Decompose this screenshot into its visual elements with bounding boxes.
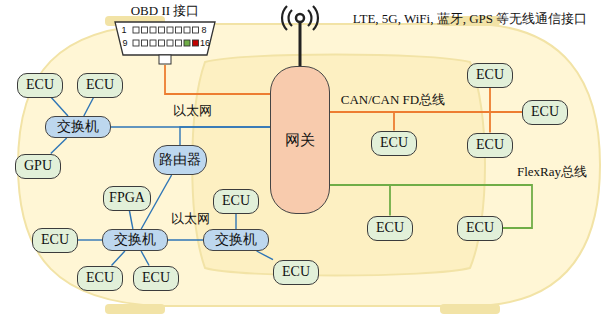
gateway-box: 网关 <box>270 66 330 214</box>
obd-shell <box>115 22 215 55</box>
ecu-box: ECU <box>213 189 259 214</box>
bus-connector <box>165 65 270 94</box>
obd-pin <box>150 40 156 46</box>
node-text: ECU <box>376 220 404 235</box>
bus-connector <box>330 88 490 113</box>
obd-pin <box>159 27 165 33</box>
obd-pin <box>159 40 165 46</box>
obd-pin <box>184 40 190 46</box>
router-box: 路由器 <box>153 145 207 175</box>
bus-connector <box>235 214 236 230</box>
node-text: ECU <box>86 270 114 285</box>
bus-connector <box>129 211 133 230</box>
node-text: ECU <box>466 220 494 235</box>
pin-number: 9 <box>122 38 127 49</box>
node-text: ECU <box>41 232 69 247</box>
bus-connector <box>141 251 149 266</box>
ecu-box: ECU <box>273 260 319 285</box>
obd-pin <box>167 40 173 46</box>
obd-pin <box>150 27 156 33</box>
pin-number: 8 <box>201 25 206 36</box>
bus-label: 以太网 <box>173 103 212 119</box>
ecu-box: ECU <box>467 63 513 88</box>
bus-connector <box>78 239 102 240</box>
node-text: ECU <box>531 104 559 119</box>
node-text: 交换机 <box>114 232 156 247</box>
node-text: FPGA <box>109 190 145 205</box>
obd-pin <box>133 40 139 46</box>
switch-box: 交换机 <box>45 116 111 138</box>
bus-connector <box>257 251 273 260</box>
wheel <box>105 304 165 314</box>
pin-number: 1 <box>121 25 126 36</box>
antenna-waves <box>282 6 318 30</box>
bus-connector <box>51 98 68 117</box>
pin-number: 16 <box>200 38 210 49</box>
switch-box: 交换机 <box>102 229 168 251</box>
bus-connector <box>112 251 125 266</box>
bus-connector <box>180 127 270 145</box>
bus-label: 以太网 <box>171 211 210 227</box>
bus-connector <box>84 98 94 117</box>
bus-connector <box>168 239 203 240</box>
bus-connector <box>330 112 394 131</box>
node-text: ECU <box>476 67 504 82</box>
wheel <box>440 304 500 314</box>
ecu-box: ECU <box>457 216 503 241</box>
node-text: ECU <box>282 264 310 279</box>
ecu-box: ECU <box>522 100 568 125</box>
node-text: ECU <box>142 270 170 285</box>
obd-pin <box>193 27 199 33</box>
car-cabin <box>192 55 485 276</box>
obd-heading: OBD II 接口 <box>131 4 200 18</box>
node-text: GPU <box>24 158 52 173</box>
wireless-label: LTE, 5G, WiFi, 蓝牙, GPS 等无线通信接口 <box>350 11 590 27</box>
node-text: ECU <box>26 77 54 92</box>
bus-label: CAN/CAN FD总线 <box>341 92 445 108</box>
obd-pin <box>176 40 182 46</box>
ecu-box: FPGA <box>103 186 151 211</box>
switch-box: 交换机 <box>203 229 269 251</box>
antenna-mast <box>299 22 302 66</box>
bus-connector <box>51 138 67 154</box>
obd-pin <box>184 27 190 33</box>
obd-pin <box>142 27 148 33</box>
bus-connector <box>330 112 490 133</box>
ecu-box: ECU <box>17 73 63 98</box>
node-text: ECU <box>380 135 408 150</box>
node-text: 路由器 <box>159 152 201 167</box>
node-text: ECU <box>222 193 250 208</box>
obd-pin <box>176 27 182 33</box>
node-text: 交换机 <box>215 232 257 247</box>
ecu-box: ECU <box>467 133 513 158</box>
bus-connector <box>330 185 390 216</box>
ecu-box: GPU <box>15 154 61 179</box>
ecu-box: ECU <box>133 266 179 291</box>
obd-pin <box>133 27 139 33</box>
obd-pin <box>193 40 199 46</box>
node-text: 交换机 <box>57 119 99 134</box>
bus-connector <box>330 111 522 113</box>
node-text: 网关 <box>285 132 315 149</box>
car-body <box>18 24 600 306</box>
ecu-box: ECU <box>77 266 123 291</box>
ecu-box: ECU <box>367 216 413 241</box>
node-text: ECU <box>86 77 114 92</box>
obd-pin <box>142 40 148 46</box>
ecu-box: ECU <box>371 131 417 156</box>
ecu-box: ECU <box>77 73 123 98</box>
obd-pin <box>167 27 173 33</box>
bus-label: FlexRay总线 <box>517 164 587 180</box>
obd-tab <box>159 55 171 64</box>
ecu-box: ECU <box>32 228 78 253</box>
antenna-head <box>296 14 304 22</box>
node-text: ECU <box>476 137 504 152</box>
